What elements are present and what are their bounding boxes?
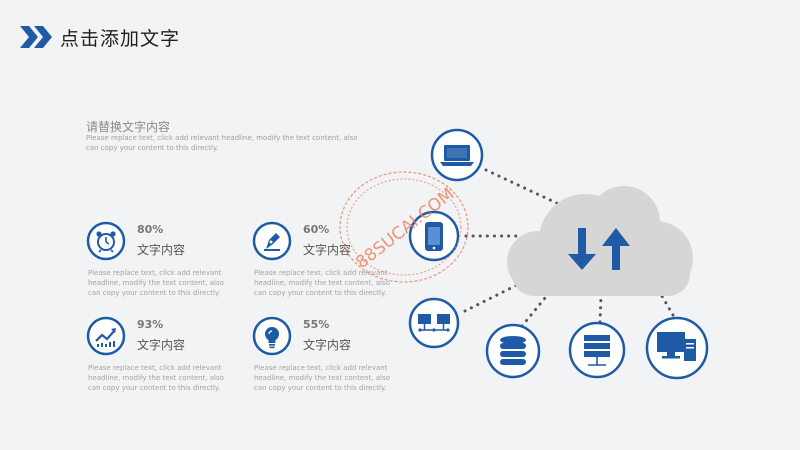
lightbulb-icon — [252, 316, 292, 356]
desktop-computer-node — [645, 316, 709, 380]
stat-percent: 55% — [303, 318, 330, 331]
double-chevron-icon — [20, 26, 52, 48]
laptop-node — [430, 128, 484, 182]
stat-description: Please replace text, click add relevant … — [254, 269, 390, 297]
growth-chart-icon — [86, 316, 126, 356]
slide-title: 点击添加文字 — [60, 28, 181, 50]
alarm-clock-icon — [86, 221, 126, 261]
stat-label: 文字内容 — [137, 338, 186, 352]
intro-body: Please replace text, click add relevant … — [86, 134, 358, 152]
database-node — [485, 323, 541, 379]
connector-lines — [463, 168, 675, 328]
server-node — [568, 321, 626, 379]
smartphone-node — [408, 210, 460, 262]
stat-label: 文字内容 — [303, 338, 352, 352]
pen-nib-icon — [252, 221, 292, 261]
network-node — [408, 297, 460, 349]
intro-heading: 请替换文字内容 — [86, 120, 171, 134]
sync-arrows-icon — [568, 228, 630, 270]
stat-percent: 93% — [137, 318, 164, 331]
stat-description: Please replace text, click add relevant … — [88, 269, 224, 297]
stat-percent: 80% — [137, 223, 164, 236]
stat-description: Please replace text, click add relevant … — [254, 364, 390, 392]
stat-label: 文字内容 — [137, 243, 186, 257]
cloud-shape — [507, 186, 693, 296]
stat-percent: 60% — [303, 223, 330, 236]
stat-label: 文字内容 — [303, 243, 352, 257]
stat-description: Please replace text, click add relevant … — [88, 364, 224, 392]
